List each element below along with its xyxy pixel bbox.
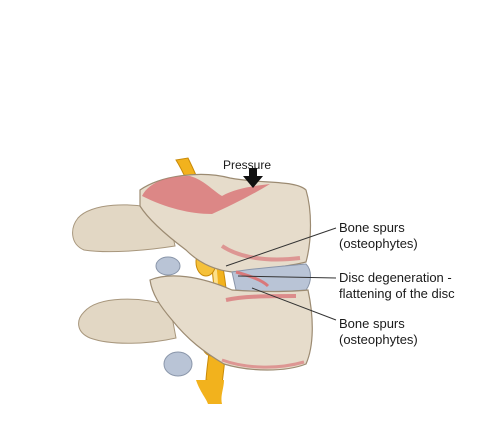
posterior-disc-upper xyxy=(155,256,181,276)
disc-degeneration-label: Disc degeneration - xyxy=(339,270,452,285)
bone-spurs-top-sublabel: (osteophytes) xyxy=(339,236,418,251)
disc-leader xyxy=(237,275,337,279)
lower-transverse-process xyxy=(78,298,177,344)
lower-vertebra xyxy=(149,275,313,371)
pressure-arrow xyxy=(243,168,263,188)
bone-spurs-bottom-leader xyxy=(251,287,337,321)
bone-spurs-top-label: Bone spurs xyxy=(339,220,405,235)
pressure-label: Pressure xyxy=(223,158,272,172)
bone-spurs-bottom-sublabel: (osteophytes) xyxy=(339,332,418,347)
bone-spurs-bottom-label: Bone spurs xyxy=(339,316,405,331)
posterior-disc-lower xyxy=(163,351,193,377)
disc-degeneration-sublabel: flattening of the disc xyxy=(339,286,455,301)
upper-vertebra xyxy=(139,173,312,273)
bone-spurs-top-leader xyxy=(225,227,337,267)
